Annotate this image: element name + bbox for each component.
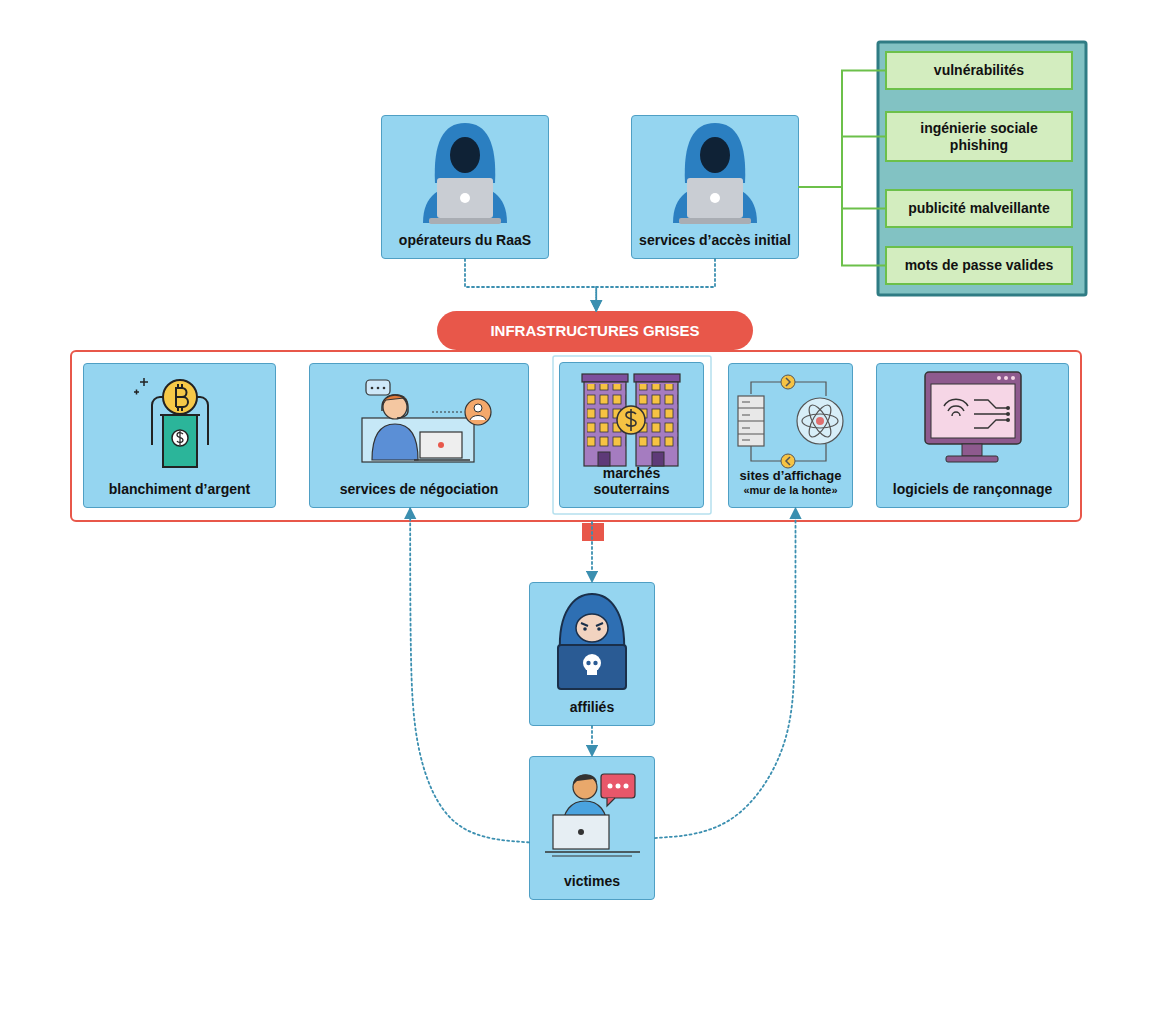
service-box: marchés souterrains	[559, 362, 704, 508]
node-label: vulnérabilités	[934, 62, 1024, 78]
flow-arrow	[591, 726, 593, 756]
vector-panel	[878, 42, 1086, 295]
node-label: marchés souterrains	[564, 465, 699, 497]
node-label: publicité malveillante	[908, 200, 1050, 216]
actor-box: services d’accès initial	[631, 115, 799, 259]
bracket-line	[799, 137, 885, 188]
flow-arrow	[410, 508, 529, 842]
attack-vector-box: publicité malveillante	[885, 189, 1073, 228]
actor-box: opérateurs du RaaS	[381, 115, 549, 259]
node-label: affiliés	[570, 699, 614, 715]
flow-arrow	[655, 508, 796, 838]
node-label: «mur de la honte»	[743, 484, 837, 497]
flow-arrow	[591, 522, 593, 582]
service-box: blanchiment d’argent	[83, 363, 276, 508]
flow-arrow	[596, 259, 715, 311]
attack-vector-box: mots de passe valides	[885, 246, 1073, 285]
service-box: sites d’affichage«mur de la honte»	[728, 363, 853, 508]
flow-arrow	[465, 259, 596, 311]
node-label: services de négociation	[340, 481, 499, 497]
node-label: ingénierie sociale phishing	[914, 120, 1044, 152]
node-label: sites d’affichage	[740, 469, 842, 484]
bracket-line	[799, 71, 885, 188]
node-label: mots de passe valides	[905, 257, 1054, 273]
actor-box: affiliés	[529, 582, 655, 726]
group-heading: INFRASTRUCTURES GRISES	[437, 311, 753, 350]
node-label: logiciels de rançonnage	[893, 481, 1053, 497]
attack-vector-box: ingénierie sociale phishing	[885, 111, 1073, 162]
service-box: logiciels de rançonnage	[876, 363, 1069, 508]
connector-block	[582, 523, 604, 541]
actor-box: victimes	[529, 756, 655, 900]
selection-outline	[553, 356, 711, 514]
bracket-line	[799, 187, 885, 266]
node-label: opérateurs du RaaS	[399, 232, 531, 248]
node-label: blanchiment d’argent	[109, 481, 251, 497]
infrastructure-group: INFRASTRUCTURES GRISES blanchiment d’arge…	[70, 311, 1082, 522]
node-label: services d’accès initial	[639, 232, 791, 248]
bracket-line	[799, 187, 885, 209]
attack-vector-box: vulnérabilités	[885, 51, 1073, 90]
service-box: services de négociation	[309, 363, 529, 508]
node-label: victimes	[564, 873, 620, 889]
